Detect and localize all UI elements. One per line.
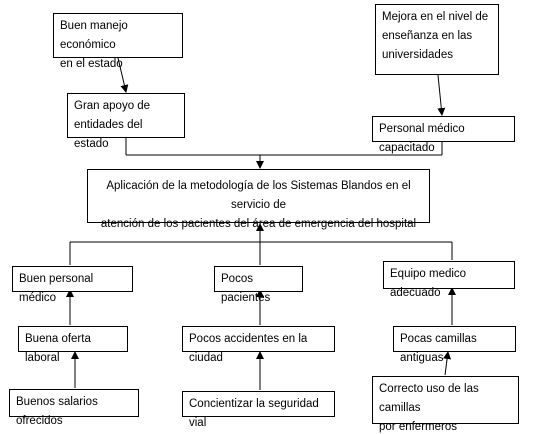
node-buenos-salarios: Buenos salarios ofrecidos [9,389,139,427]
edge-mejora-to-personal [437,74,446,116]
node-equipo-medico: Equipo medico adecuado [383,261,515,299]
node-pocos-pacientes: Pocos pacientes [214,266,303,304]
node-mejora-nivel: Mejora en el nivel de enseñanza en las u… [375,4,499,75]
node-concientizar: Concientizar la seguridad vial [182,391,335,429]
node-correcto-uso: Correcto uso de las camillas por enferme… [372,376,519,433]
edge-correcto-to-camillas [443,351,452,376]
node-pocos-accidentes: Pocos accidentes en la ciudad [182,326,335,364]
node-buen-manejo: Buen manejo económico en el estado [53,13,183,70]
node-buena-oferta: Buena oferta laboral [18,326,128,364]
node-pocas-camillas: Pocas camillas antiguas [393,326,516,364]
node-buen-personal: Buen personal médico [12,266,133,304]
node-personal-capacitado: Personal médico capacitado [372,116,515,154]
edge-buen-manejo-to-gran-apoyo [117,57,129,93]
node-gran-apoyo: Gran apoyo de entidades del estado [67,93,185,150]
node-aplicacion: Aplicación de la metodología de los Sist… [87,169,430,230]
